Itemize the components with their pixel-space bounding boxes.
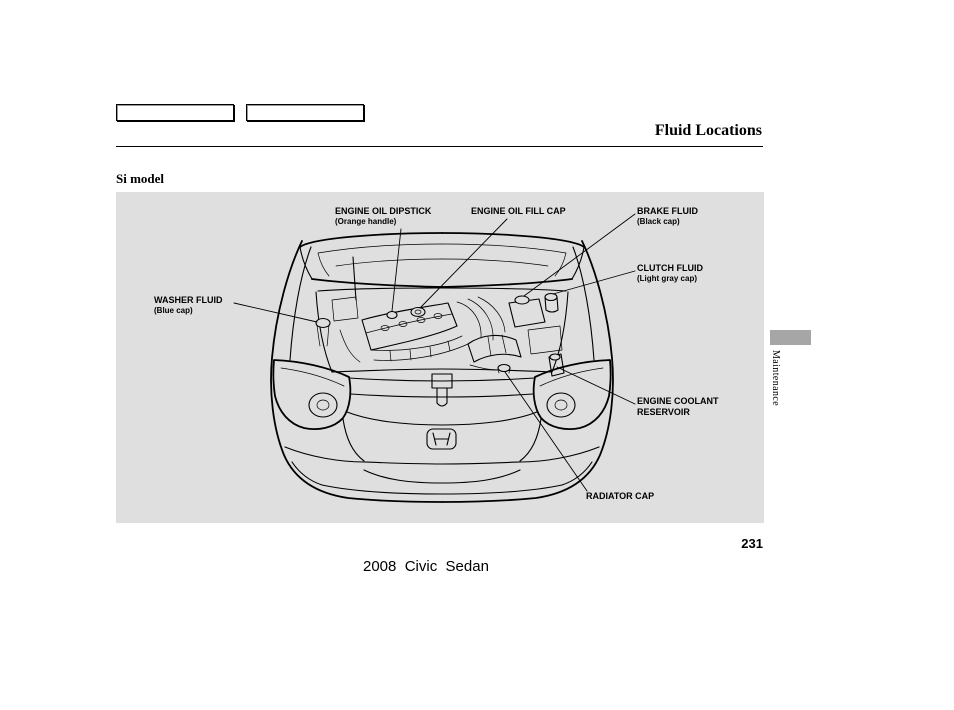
callout-engine-coolant-reservoir: ENGINE COOLANT RESERVOIR: [637, 396, 719, 418]
callout-note: (Orange handle): [335, 217, 397, 226]
callout-label: CLUTCH FLUID: [637, 263, 703, 273]
page-number: 231: [741, 536, 763, 551]
callout-note: (Black cap): [637, 217, 680, 226]
callout-label: WASHER FLUID: [154, 295, 223, 305]
callout-note: (Light gray cap): [637, 274, 698, 283]
callout-label: RADIATOR CAP: [586, 491, 655, 501]
callout-label: ENGINE OIL FILL CAP: [471, 206, 566, 216]
callout-brake-fluid: BRAKE FLUID (Black cap): [637, 206, 698, 227]
callout-label: ENGINE OIL DIPSTICK: [335, 206, 432, 216]
nav-button-1[interactable]: [116, 104, 234, 121]
section-tab-label: Maintenance: [770, 350, 781, 407]
title-divider: [116, 146, 763, 147]
callout-washer-fluid: WASHER FLUID (Blue cap): [154, 295, 223, 316]
footer-vehicle-model: 2008 Civic Sedan: [363, 558, 489, 575]
callout-label-line-1: ENGINE COOLANT: [637, 396, 719, 406]
model-heading: Si model: [116, 171, 165, 186]
callout-engine-oil-fill-cap: ENGINE OIL FILL CAP: [471, 206, 566, 217]
section-tab-marker: [770, 330, 811, 345]
callout-engine-oil-dipstick: ENGINE OIL DIPSTICK (Orange handle): [335, 206, 431, 227]
diagram-panel: [116, 192, 764, 523]
callout-radiator-cap: RADIATOR CAP: [586, 491, 654, 502]
page-title: Fluid Locations: [654, 122, 762, 139]
callout-label: BRAKE FLUID: [637, 206, 698, 216]
nav-button-2[interactable]: [246, 104, 364, 121]
callout-clutch-fluid: CLUTCH FLUID (Light gray cap): [637, 263, 703, 284]
callout-note: (Blue cap): [154, 306, 193, 315]
callout-label-line-2: RESERVOIR: [637, 407, 690, 417]
